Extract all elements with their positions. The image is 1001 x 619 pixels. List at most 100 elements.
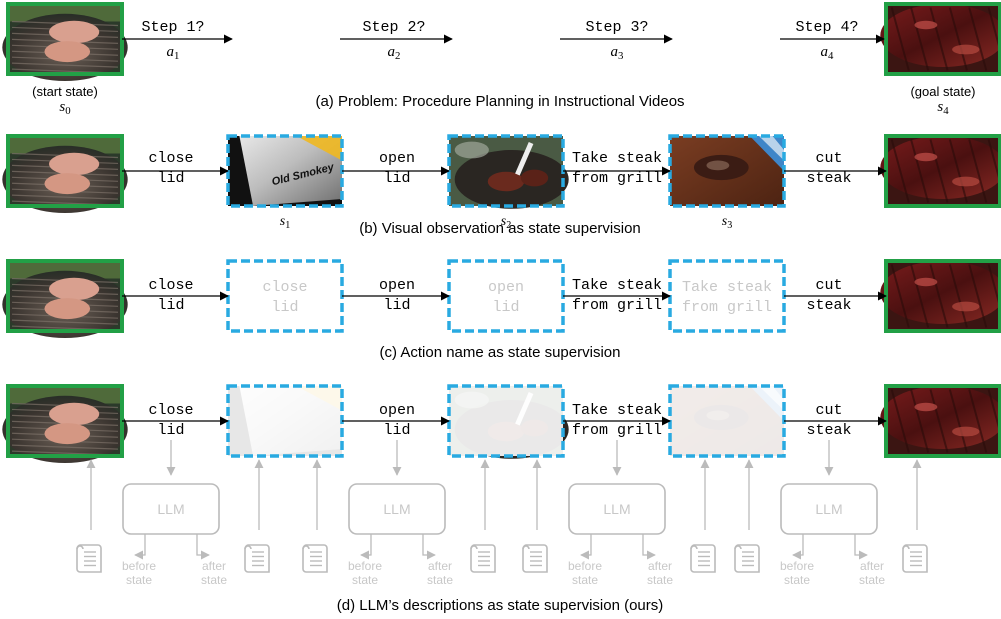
after-label: after xyxy=(860,559,884,573)
document-icon xyxy=(734,544,760,573)
after-label: after xyxy=(428,559,452,573)
step-label: Step 3? xyxy=(585,19,648,36)
step-2: Step 2?a2 xyxy=(340,19,453,62)
document-icon xyxy=(690,544,716,573)
svg-text:close: close xyxy=(148,150,193,167)
llm-box xyxy=(568,483,666,535)
state-s2-image xyxy=(447,134,569,209)
after-branch-arrow xyxy=(196,534,210,560)
svg-text:close: close xyxy=(148,277,193,294)
start-state-image xyxy=(2,384,128,463)
before-label: before xyxy=(780,559,814,573)
action-label-3: Take steak from grill xyxy=(572,402,662,439)
goal-state-variable: s4 xyxy=(937,99,949,117)
llm-label: LLM xyxy=(603,501,630,517)
svg-text:open: open xyxy=(379,402,415,419)
document-icon xyxy=(76,544,102,573)
state-variable-s3: s3 xyxy=(722,214,733,231)
state-s3-image xyxy=(668,134,786,208)
ghost-action-label: open lid xyxy=(488,279,524,316)
svg-text:lid: lid xyxy=(271,299,298,316)
svg-text:open: open xyxy=(379,277,415,294)
state-photo: Old Smokey xyxy=(228,136,342,206)
start-state-label: (start state) xyxy=(32,84,98,99)
llm-box xyxy=(122,483,220,535)
document-icon xyxy=(522,544,548,573)
state-ghost-1: close lid xyxy=(226,259,344,333)
before-label: state xyxy=(126,573,152,587)
action-label-1: close lid xyxy=(148,277,193,314)
svg-text:steak: steak xyxy=(806,170,851,187)
action-variable: a3 xyxy=(611,44,624,62)
llm-box xyxy=(348,483,446,535)
action-variable: a2 xyxy=(388,44,401,62)
state-variable-s2: s2 xyxy=(501,214,512,231)
before-label: state xyxy=(352,573,378,587)
row-caption: (d) LLM’s descriptions as state supervis… xyxy=(337,597,664,614)
after-branch-arrow xyxy=(642,534,656,560)
goal-state-image xyxy=(880,384,1001,458)
before-branch-arrow xyxy=(134,534,146,560)
start-state-variable: s0 xyxy=(59,99,70,117)
svg-text:from grill: from grill xyxy=(682,299,772,316)
action-label-4: cut steak xyxy=(806,150,851,187)
svg-text:cut: cut xyxy=(815,150,842,167)
state-faded-2 xyxy=(447,384,569,459)
svg-text:lid: lid xyxy=(157,422,184,439)
svg-text:from grill: from grill xyxy=(572,422,662,439)
after-label: after xyxy=(202,559,226,573)
start-state-image xyxy=(2,259,128,338)
document-icon xyxy=(902,544,928,573)
before-label: state xyxy=(572,573,598,587)
svg-text:Take steak: Take steak xyxy=(572,402,662,419)
before-label: before xyxy=(122,559,156,573)
step-4: Step 4? a4 xyxy=(780,19,885,62)
svg-text:steak: steak xyxy=(806,422,851,439)
step-3: Step 3? a3 xyxy=(560,19,673,62)
svg-text:Take steak: Take steak xyxy=(572,150,662,167)
svg-text:from grill: from grill xyxy=(572,170,662,187)
document-icon xyxy=(470,544,496,573)
action-variable: a4 xyxy=(821,44,835,62)
goal-state-image xyxy=(880,2,1001,76)
before-branch-arrow xyxy=(580,534,592,560)
state-faded-1 xyxy=(226,384,344,458)
llm-label: LLM xyxy=(157,501,184,517)
svg-text:open: open xyxy=(488,279,524,296)
after-label: state xyxy=(201,573,227,587)
state-variable-s1: s1 xyxy=(280,214,291,231)
svg-text:open: open xyxy=(379,150,415,167)
svg-text:lid: lid xyxy=(492,299,519,316)
svg-text:lid: lid xyxy=(157,297,184,314)
goal-state-label: (goal state) xyxy=(910,84,975,99)
svg-text:lid: lid xyxy=(157,170,184,187)
after-label: state xyxy=(427,573,453,587)
state-photo xyxy=(449,136,569,209)
step-label: Step 4? xyxy=(795,19,858,36)
after-branch-arrow xyxy=(422,534,436,560)
row-caption: (b) Visual observation as state supervis… xyxy=(359,220,641,237)
green-border xyxy=(884,2,1001,76)
action-label-3: Take steak from grill xyxy=(572,150,662,187)
svg-text:cut: cut xyxy=(815,402,842,419)
document-icon xyxy=(302,544,328,573)
before-branch-arrow xyxy=(792,534,804,560)
ghost-action-label: close lid xyxy=(262,279,307,316)
svg-text:close: close xyxy=(262,279,307,296)
step-label: Step 1? xyxy=(141,19,204,36)
document-icon xyxy=(244,544,270,573)
svg-text:lid: lid xyxy=(383,297,410,314)
llm-label: LLM xyxy=(383,501,410,517)
action-variable: a1 xyxy=(167,44,180,62)
